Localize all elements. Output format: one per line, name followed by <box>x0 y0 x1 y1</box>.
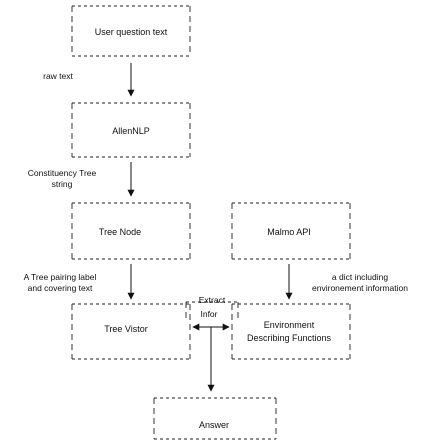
allennlp-node: AllenNLP <box>71 102 191 158</box>
tree-node-node: Tree Node <box>71 202 191 260</box>
dict-edge: a dict including environement informatio… <box>285 264 408 300</box>
raw-text-label: raw text <box>43 71 73 81</box>
environment-label-line1: Environment <box>264 320 315 330</box>
tree-node-label: Tree Node <box>99 227 141 237</box>
extract-label-line1: Extract <box>199 295 226 305</box>
tree-visitor-label: Tree Vistor <box>104 324 148 334</box>
malmo-api-node: Malmo API <box>231 202 351 260</box>
constituency-label-line2: string <box>52 179 73 189</box>
raw-text-edge: raw text <box>43 63 135 97</box>
tree-pairing-edge: A Tree pairing label and covering text <box>24 264 135 300</box>
tree-visitor-node: Tree Vistor <box>71 303 191 360</box>
allennlp-label: AllenNLP <box>112 126 150 136</box>
dict-label-line1: a dict including <box>332 272 389 282</box>
malmo-api-label: Malmo API <box>267 227 311 237</box>
extract-infor-edge: Extract Infor <box>185 295 239 331</box>
user-question-label: User question text <box>95 27 168 37</box>
user-question-node: User question text <box>71 5 191 57</box>
environment-functions-node: Environment Describing Functions <box>231 303 351 360</box>
answer-node: Answer <box>153 397 277 440</box>
dict-label-line2: environement information <box>312 283 408 293</box>
extract-label-line2: Infor <box>200 309 217 319</box>
answer-label: Answer <box>199 420 229 430</box>
constituency-label-line1: Constituency Tree <box>28 168 97 178</box>
constituency-edge: Constituency Tree string <box>28 162 135 197</box>
tree-pairing-label-line1: A Tree pairing label <box>24 272 97 282</box>
environment-label-line2: Describing Functions <box>247 333 332 343</box>
tree-pairing-label-line2: and covering text <box>28 283 93 293</box>
